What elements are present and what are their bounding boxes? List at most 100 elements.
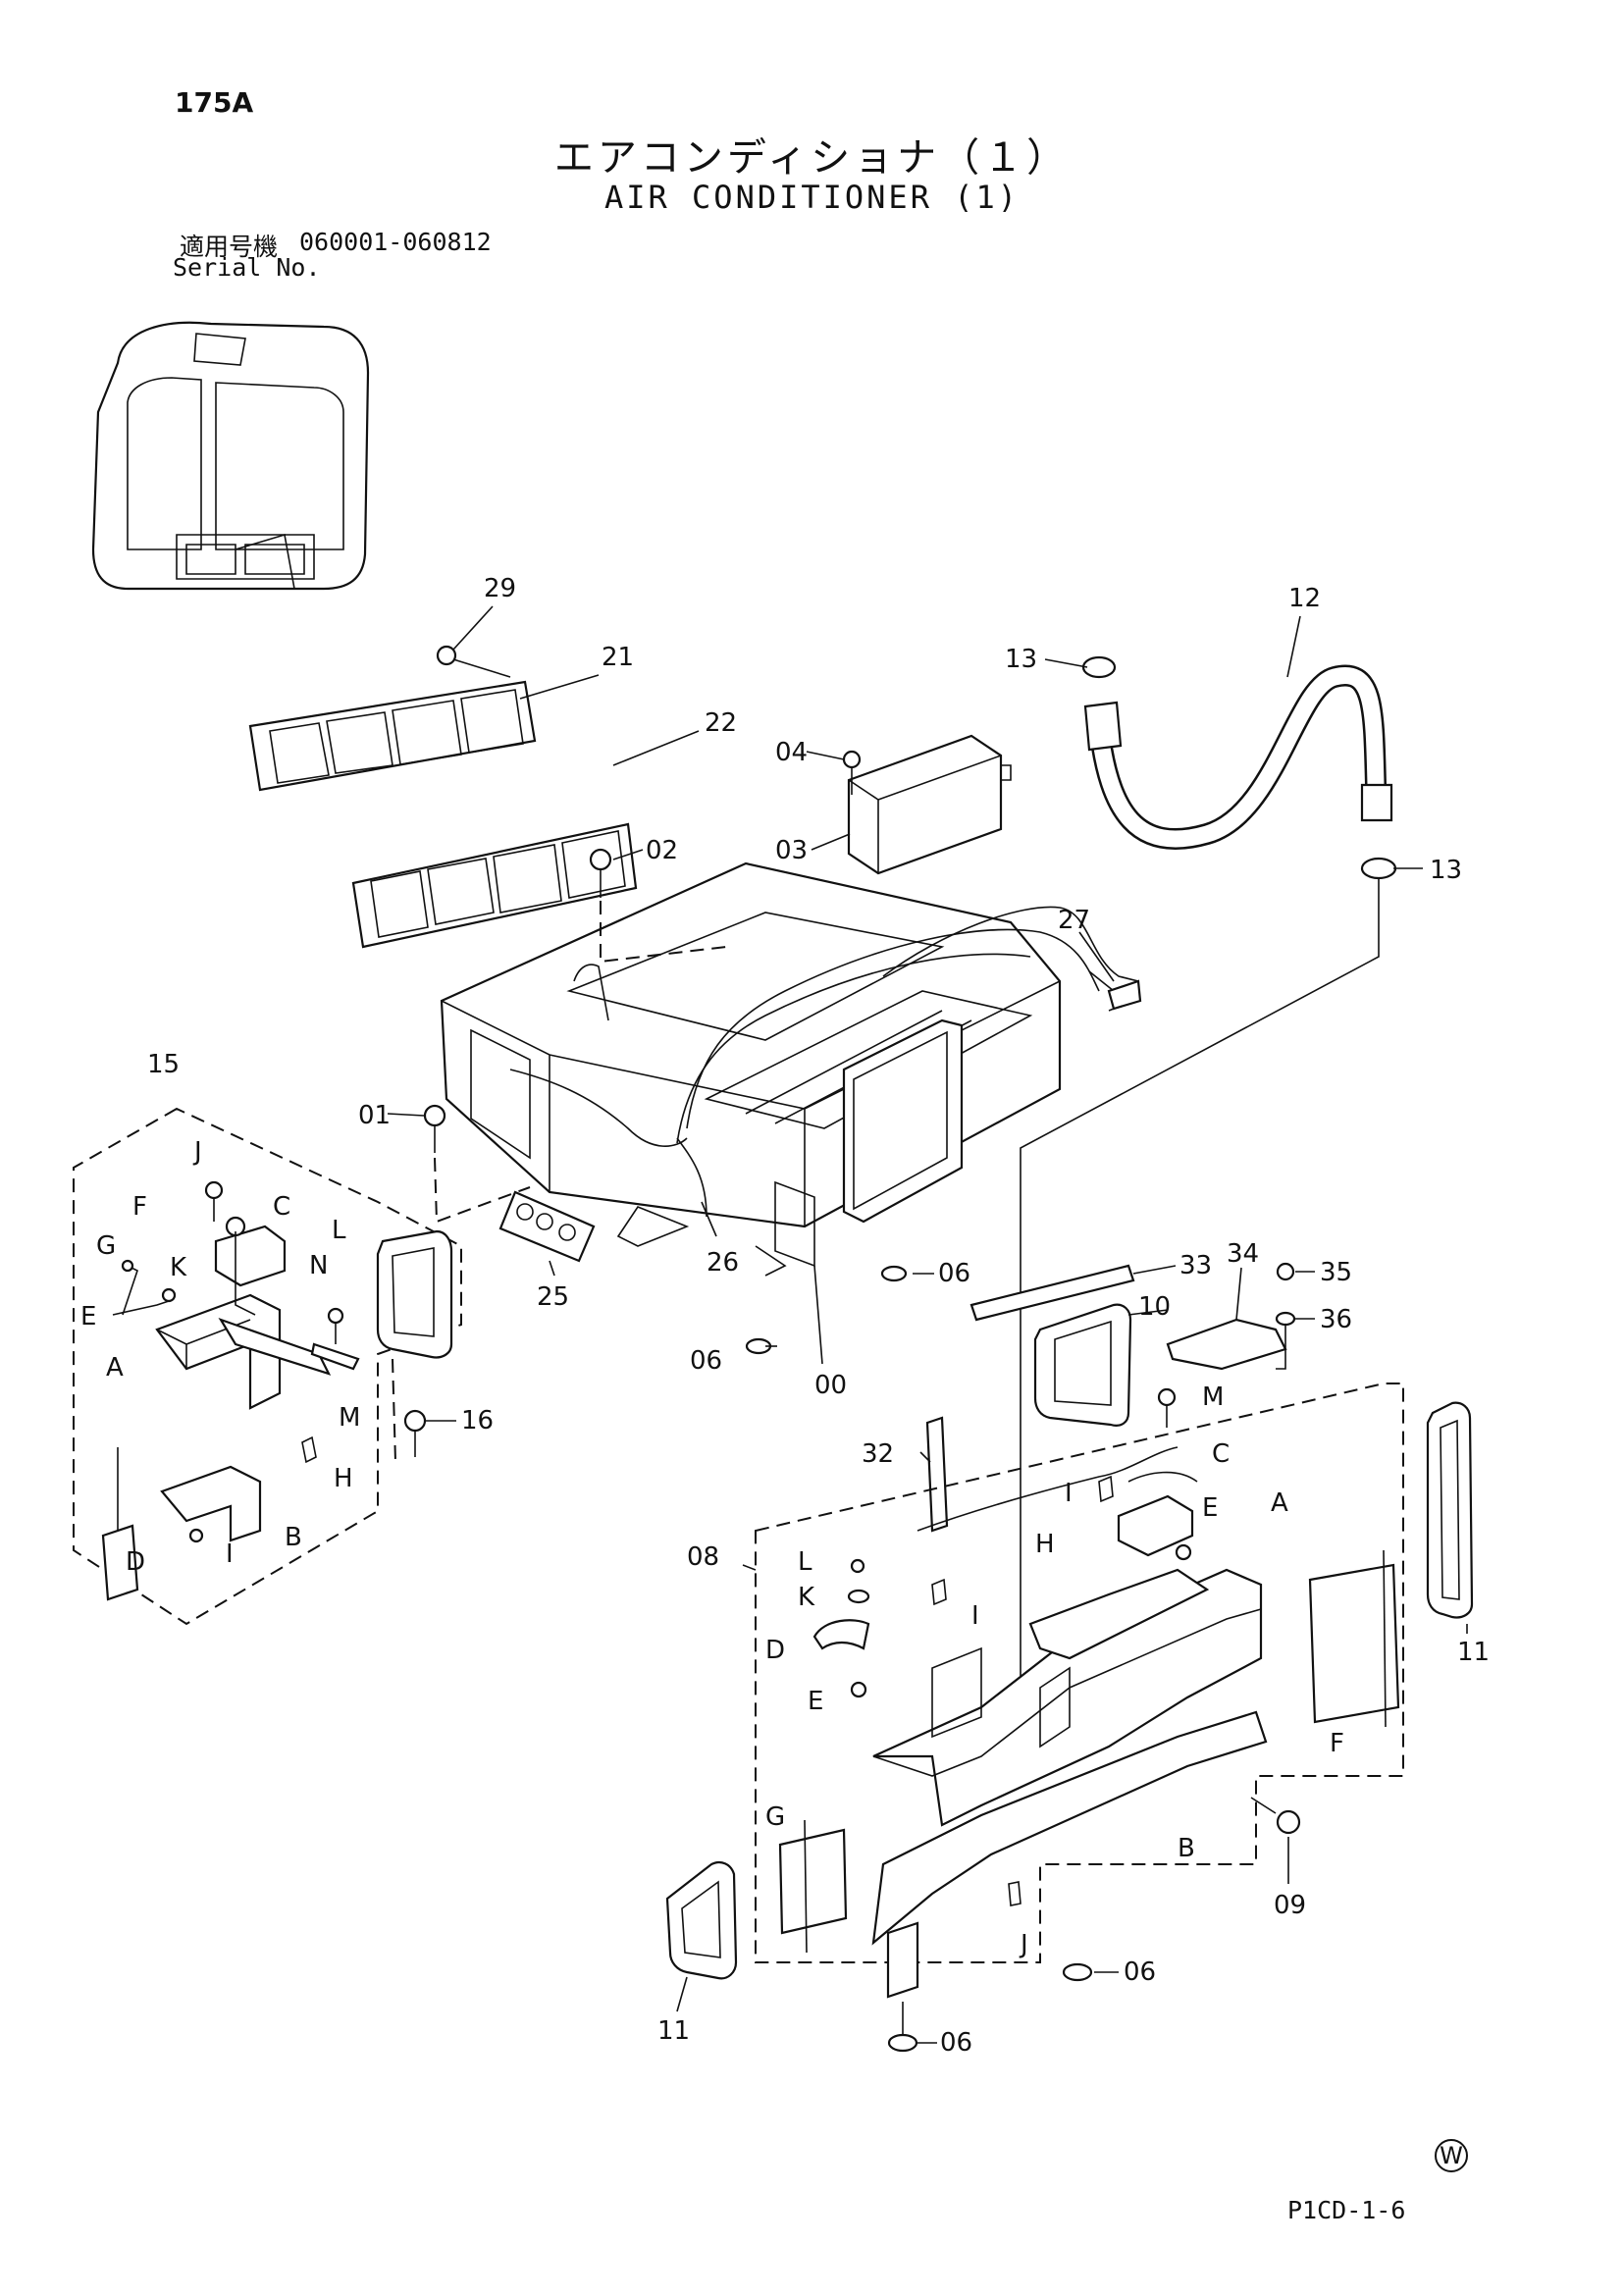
part-clamp-13-upper [1081,655,1117,679]
callout-group15-i: I [226,1539,234,1569]
part-seal-11-left [665,1860,738,1980]
part-relay-box-03 [847,734,1012,875]
part-grommet-06-d [887,2002,918,2053]
callout-labels: 29 21 22 12 13 13 04 03 02 27 15 01 25 2… [80,574,1490,2058]
serial-label-japanese: 適用号機 [180,233,279,261]
part-strip-32 [925,1416,949,1533]
part-seal-11-right [1426,1401,1474,1619]
part-group08-clip-j [1008,1881,1022,1906]
callout-06-a: 06 [938,1259,970,1288]
part-group15-bracket-m [310,1342,360,1371]
part-washer-36 [1275,1311,1296,1370]
part-group08-rod-h [917,1446,1179,1532]
callout-15: 15 [147,1050,180,1079]
callout-group08-m: M [1202,1383,1224,1412]
callout-group08-j: J [1019,1930,1028,1959]
callout-group08-c: C [1212,1439,1230,1469]
part-group08-screw-m [1157,1387,1177,1428]
title-english: AIR CONDITIONER (1) [603,179,1021,216]
part-filter-21 [248,645,537,792]
part-seal-25 [498,1190,596,1263]
callout-group08-i-top: I [1065,1479,1073,1508]
callout-06-c: 06 [1124,1957,1156,1987]
callout-16: 16 [461,1406,494,1435]
part-group08-actuator-c [1117,1471,1198,1557]
callout-21: 21 [602,643,634,672]
callout-group08-i-mid: I [971,1601,979,1631]
callout-01: 01 [358,1101,391,1130]
serial-range: 060001-060812 [299,228,492,256]
part-group08-duct [871,1568,1268,1999]
callout-group15-d: D [126,1547,145,1577]
callout-29: 29 [484,574,516,603]
callout-32: 32 [862,1439,894,1469]
callout-group08-k: K [798,1583,815,1612]
callout-09: 09 [1274,1891,1306,1920]
part-seal-10 [1033,1303,1132,1427]
part-bracket-33 [969,1264,1135,1322]
callout-22: 22 [705,708,737,738]
callout-group08-b: B [1178,1834,1195,1863]
callout-00: 00 [814,1371,847,1400]
part-group08-door-g [778,1819,848,1954]
callout-group15-b: B [285,1523,302,1552]
callout-04: 04 [775,738,808,767]
callout-08: 08 [687,1542,719,1572]
part-bolt-01 [423,1104,531,1224]
callout-33: 33 [1179,1251,1212,1280]
callout-group15-h: H [334,1464,353,1493]
serial-label-english: Serial No. [173,253,321,282]
callout-35: 35 [1320,1258,1352,1287]
callout-group15-l: L [332,1216,346,1245]
callout-group15-n: N [309,1251,328,1280]
callout-group08-l: L [798,1547,812,1577]
callout-group15-g: G [96,1231,116,1261]
part-screw-35 [1276,1262,1295,1281]
callout-11-left: 11 [657,2016,690,2046]
callout-group15-m: M [339,1403,360,1433]
callout-group08-f: F [1330,1729,1344,1758]
callout-13-upper: 13 [1005,645,1037,674]
part-bolt-09 [1250,1797,1301,1835]
callout-36: 36 [1320,1305,1352,1334]
part-plate-34 [1166,1318,1287,1371]
part-hose-12 [1083,664,1393,850]
part-group15-seal-l [376,1229,453,1359]
part-group08-lever-d [812,1619,870,1650]
callout-group08-a: A [1271,1488,1288,1518]
callout-group08-g: G [765,1802,785,1832]
group-15-frame [73,1107,462,1626]
part-group08-nut-e [850,1543,1192,1698]
callout-group08-e-top: E [1202,1493,1218,1523]
callout-11-right: 11 [1457,1638,1490,1667]
callout-34: 34 [1227,1239,1259,1269]
callout-12: 12 [1288,584,1321,613]
part-ac-unit [440,861,1134,1277]
callout-group15-k: K [170,1253,187,1282]
callout-03: 03 [775,836,808,865]
page-number: 175A [175,86,254,119]
circled-w-mark: W [1435,2139,1468,2172]
part-bolt-16 [392,1358,427,1463]
callout-group15-j: J [192,1137,202,1167]
part-group15-screw-n [327,1307,344,1344]
page-code: P1CD-1-6 [1287,2196,1406,2224]
part-grommet-06-a [880,1265,908,1282]
part-group15-link [112,1259,177,1316]
part-group15-duct [101,1293,332,1601]
cab-illustration [91,321,370,591]
callout-25: 25 [537,1282,569,1312]
callout-group15-a: A [106,1353,124,1383]
callout-group08-e-mid: E [808,1687,823,1716]
title-japanese: エアコンディショナ（１） [553,135,1071,181]
callout-26: 26 [707,1248,739,1278]
part-group15-clip-h [301,1435,317,1464]
part-filter-22 [351,822,638,949]
callout-group08-d: D [765,1636,785,1665]
callout-group15-e: E [80,1302,96,1331]
callout-group08-h: H [1035,1530,1055,1559]
callout-13-lower: 13 [1430,856,1462,885]
part-group08-clip-i [931,1475,1114,1606]
callout-06-d: 06 [940,2028,972,2058]
